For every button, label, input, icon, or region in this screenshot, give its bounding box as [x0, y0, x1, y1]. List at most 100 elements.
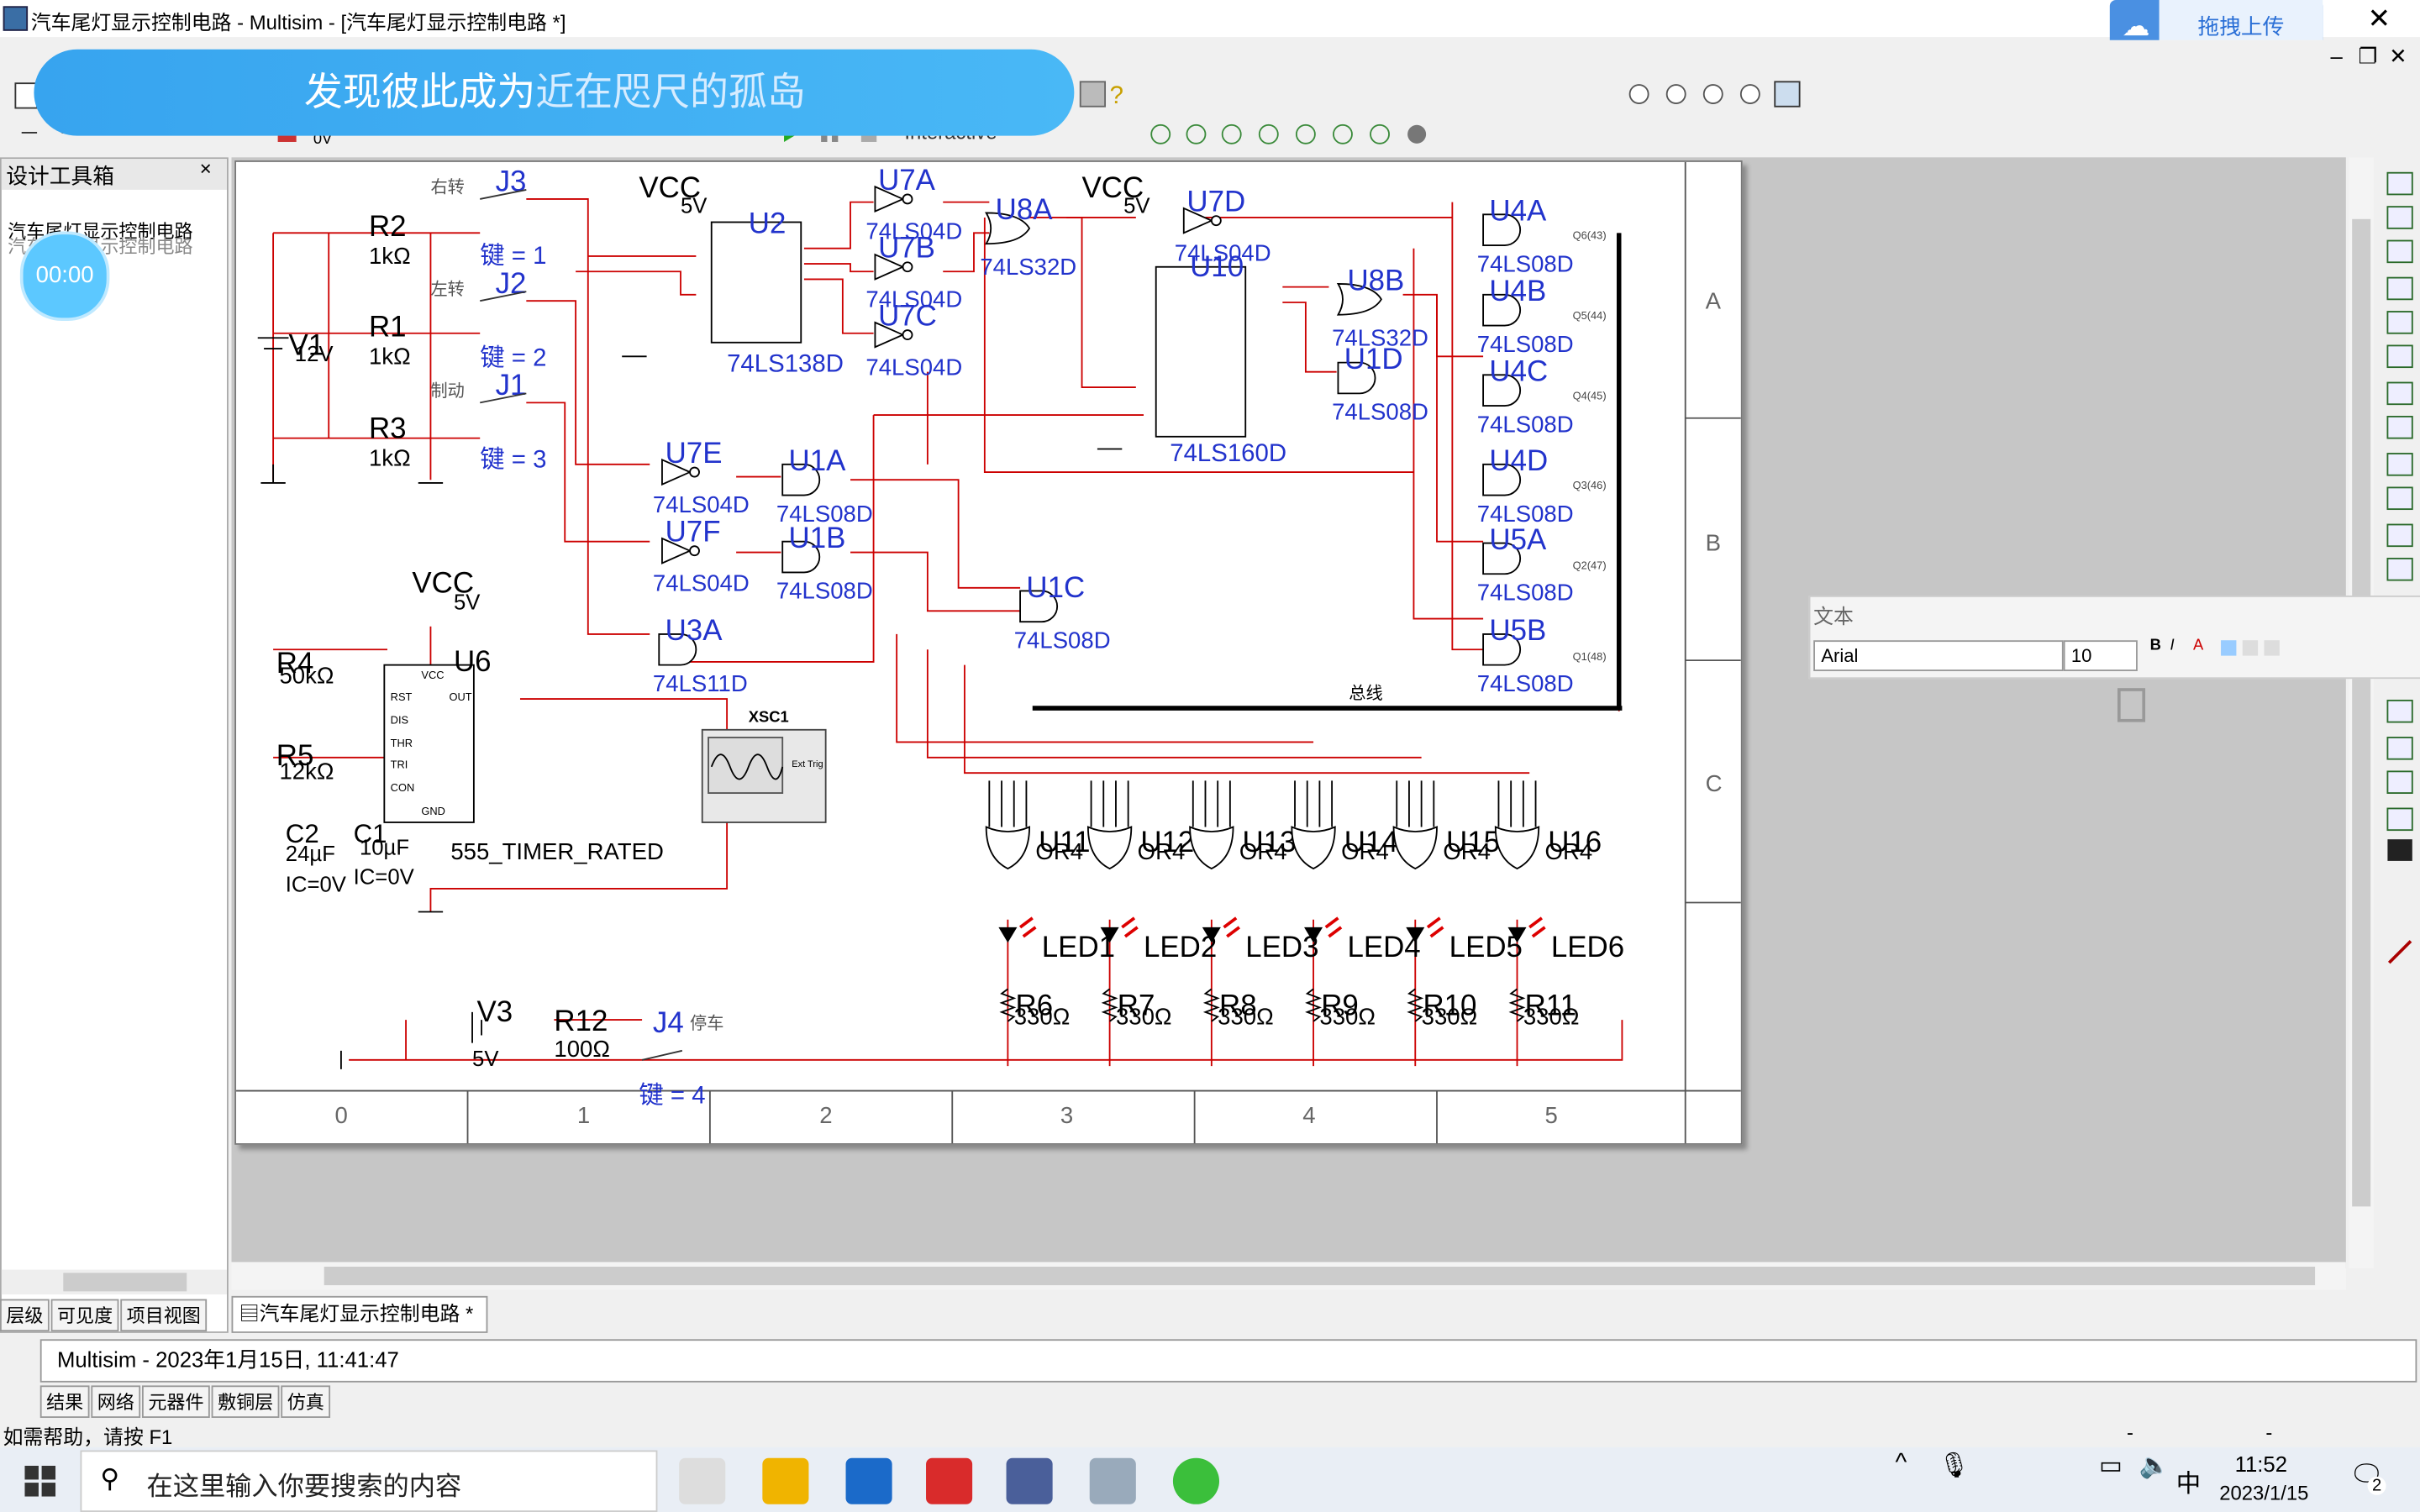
schematic-sheet[interactable]: 0 1 2 3 4 5 A B C — [234, 160, 1743, 1145]
switch-key: 键 = 2 — [480, 344, 546, 371]
font-select[interactable]: Arial — [1813, 640, 2064, 671]
tab-visibility[interactable]: 可见度 — [50, 1299, 119, 1332]
tab-nets[interactable]: 网络 — [91, 1385, 141, 1418]
music-icon[interactable] — [1172, 1457, 1220, 1504]
inverter-bubble — [689, 545, 700, 557]
clock-date[interactable]: 2023/1/15 — [2219, 1481, 2309, 1504]
italic-button[interactable]: I — [2170, 637, 2175, 654]
left-hscroll[interactable] — [1, 1269, 227, 1295]
resistor-name: R2 — [369, 210, 407, 243]
and-gate-name: U4B — [1489, 275, 1546, 307]
resistor-name: R12 — [554, 1005, 608, 1037]
and-gate-name: U4D — [1489, 444, 1548, 477]
u6-pin: RST — [391, 690, 413, 703]
col-label: 0 — [335, 1102, 348, 1128]
bold-button[interactable]: B — [2149, 637, 2161, 654]
mdi-close-icon[interactable]: ✕ — [2389, 43, 2407, 68]
or4-symbol — [1494, 826, 1540, 870]
volume-icon[interactable]: 🔈 — [2139, 1453, 2170, 1480]
resistor-value: 330Ω — [1116, 1004, 1172, 1030]
and-gate-part: 74LS08D — [1014, 627, 1111, 653]
tab-components[interactable]: 元器件 — [142, 1385, 210, 1418]
multisim-taskbar-icon[interactable] — [1006, 1457, 1053, 1504]
inverter-part: 74LS04D — [865, 218, 962, 244]
microphone-icon[interactable]: 🎙 — [1938, 1453, 1970, 1480]
bus-tap-label: Q2(47) — [1573, 559, 1607, 572]
resistor-name: R4 — [276, 647, 314, 680]
windows-start-icon[interactable] — [24, 1465, 56, 1504]
tab-project-view[interactable]: 项目视图 — [120, 1299, 208, 1332]
tab-hierarchy[interactable]: 层级 — [0, 1299, 50, 1332]
cap-ic: IC=0V — [286, 874, 347, 897]
and-gate-symbol — [781, 540, 821, 574]
left-hscroll-thumb[interactable] — [63, 1273, 187, 1292]
font-color-button[interactable]: A — [2192, 637, 2204, 654]
or4-symbol — [985, 826, 1031, 870]
cap-value: 10µF — [360, 837, 409, 860]
resistor-name: R11 — [1525, 990, 1576, 1022]
toolbar-icons: ? 0V — [14, 81, 1801, 147]
or4-name: U11 — [1039, 826, 1090, 858]
or4-symbol — [1291, 826, 1336, 870]
inverter-name: U7A — [878, 164, 936, 197]
taskbar-search[interactable]: ⚲ 在这里输入你要搜索的内容 — [80, 1450, 658, 1512]
and-gate-part: 74LS08D — [1477, 331, 1574, 357]
inverter-bubble — [689, 466, 700, 478]
status-dash: - — [2265, 1420, 2273, 1445]
battery-icon[interactable]: ▭ — [2098, 1453, 2123, 1480]
cap-ic: IC=0V — [354, 865, 415, 889]
tab-simulation[interactable]: 仿真 — [281, 1385, 331, 1418]
align-right-icon[interactable] — [2264, 640, 2280, 656]
led-name: LED1 — [1042, 931, 1115, 963]
task-view-icon[interactable] — [679, 1457, 726, 1504]
source-name: V3 — [477, 995, 513, 1028]
and-gate-symbol — [1482, 542, 1522, 575]
resistor-symbol — [1202, 988, 1220, 1022]
panel-close-icon[interactable]: ✕ — [198, 161, 213, 180]
led-arrows — [1223, 916, 1240, 938]
inverter-symbol — [874, 253, 905, 281]
and-gate-name: U1B — [789, 522, 846, 554]
doc-icon: ▤ — [239, 1302, 260, 1326]
search-placeholder: 在这里输入你要搜索的内容 — [146, 1472, 462, 1502]
mail-icon[interactable] — [845, 1457, 892, 1504]
resistor-value: 1kΩ — [369, 243, 411, 269]
ime-indicator[interactable]: 中 — [2175, 1472, 2202, 1499]
switch-name: J4 — [653, 1006, 684, 1039]
vcc-label: VCC — [412, 566, 474, 599]
align-left-icon[interactable] — [2221, 640, 2237, 656]
bus-tap-label: Q1(48) — [1573, 650, 1607, 663]
app-icon[interactable] — [1089, 1457, 1136, 1504]
canvas-horizontal-scrollbar[interactable] — [231, 1262, 2346, 1290]
align-center-icon[interactable] — [2242, 640, 2259, 656]
canvas-vertical-scrollbar[interactable] — [2349, 157, 2374, 1268]
switch-key: 键 = 3 — [480, 446, 546, 474]
design-toolbox-header: 设计工具箱 ✕ — [1, 159, 227, 190]
switch-side: 左转 — [430, 280, 464, 299]
and-gate-name: U4C — [1489, 355, 1548, 388]
inverter-part: 74LS04D — [1175, 239, 1271, 265]
tab-copper[interactable]: 敷铜层 — [211, 1385, 280, 1418]
title-bar: 汽车尾灯显示控制电路 - Multisim - [汽车尾灯显示控制电路 *] ✕ — [0, 0, 2420, 38]
vcc-value: 5V — [681, 194, 708, 218]
or4-name: U13 — [1243, 826, 1297, 858]
tray-chevron-icon[interactable]: ^ — [1895, 1450, 1907, 1477]
close-window-icon[interactable]: ✕ — [2367, 3, 2391, 34]
document-tab[interactable]: ▤汽车尾灯显示控制电路 * — [231, 1295, 488, 1333]
tab-results[interactable]: 结果 — [39, 1385, 90, 1418]
switch-key: 键 = 1 — [480, 242, 546, 270]
resistor-name: R9 — [1321, 990, 1359, 1022]
hscroll-thumb[interactable] — [324, 1266, 2316, 1285]
clock-time[interactable]: 11:52 — [2234, 1452, 2288, 1477]
mdi-restore-icon[interactable]: ❐ — [2358, 43, 2378, 68]
vscroll-thumb[interactable] — [2352, 218, 2371, 1207]
resistor-value: 1kΩ — [369, 343, 411, 369]
wps-icon[interactable] — [926, 1457, 973, 1504]
mdi-minimize-icon[interactable]: – — [2330, 43, 2343, 68]
inverter-bubble — [902, 261, 913, 273]
file-explorer-icon[interactable] — [762, 1457, 809, 1504]
font-size-select[interactable]: 10 — [2063, 640, 2138, 671]
resistor-value: 330Ω — [1523, 1004, 1580, 1030]
inverter-part: 74LS04D — [653, 570, 750, 596]
source-value: 5V — [472, 1047, 499, 1071]
